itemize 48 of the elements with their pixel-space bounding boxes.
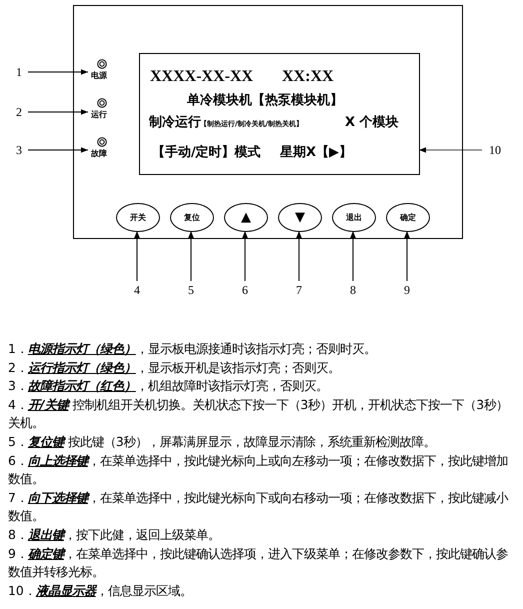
screen-text: 单冷模块机【热泵模块机】 [187, 93, 343, 109]
leader-line [28, 109, 88, 115]
callout-number: 3 [12, 141, 26, 159]
callout-number: 7 [292, 281, 306, 299]
indicator-label: 运行 [91, 109, 107, 120]
callout-number: 10 [484, 141, 506, 159]
screen-text: 星期X【▶】 [280, 145, 352, 161]
leader-line [418, 147, 482, 153]
description-text: 4．开/关键 控制机组开关机切换。关机状态下按一下（3秒）开机，开机状态下按一下（3秒）关机。 [8, 396, 510, 432]
leader-line [296, 230, 302, 282]
callout-number: 2 [12, 103, 26, 121]
key-button: 复位 [170, 203, 214, 232]
description-text: 9．确定键，在菜单选择中，按此键确认选择项，进入下级菜单；在修改参数下，按此键确认参数值并转移光标。 [8, 544, 509, 582]
description-text: 6．向上选择键，在菜单选择中，按此键光标向上或向左移动一项；在修改数据下，按此键增加数值。 [8, 452, 509, 488]
callout-number: 1 [12, 63, 26, 81]
leader-line [28, 147, 88, 153]
callout-number: 9 [400, 281, 414, 299]
screen-text: XX:XX [282, 67, 334, 86]
leader-line [242, 230, 248, 282]
leader-line [404, 230, 410, 282]
description-text: 3．故障指示灯（红色），机组故障时该指示灯亮，否则灭。 [8, 377, 329, 396]
description-text: 7．向下选择键，在菜单选择中，按此键光标向下或向右移动一项；在修改数据下，按此键减小数值。 [8, 488, 510, 526]
key-button: ▲ [224, 203, 268, 232]
leader-line [28, 69, 88, 75]
callout-number: 4 [130, 281, 144, 299]
description-text: 2．运行指示灯（绿色），显示板开机是该指示灯亮；否则灭。 [8, 358, 341, 377]
callout-number: 6 [238, 281, 252, 299]
leader-line [188, 230, 194, 282]
display-screen [139, 53, 420, 175]
indicator-label: 电源 [91, 70, 107, 81]
screen-text: X 个模块 [345, 115, 399, 131]
screen-text: XXXX-XX-XX [150, 67, 254, 86]
description-text: 1．电源指示灯（绿色），显示板电源接通时该指示灯亮；否则时灭。 [8, 340, 377, 358]
key-button: ▼ [278, 203, 322, 232]
callout-number: 5 [184, 281, 198, 299]
description-text: 10．液晶显示器，信息显示区域。 [8, 582, 193, 600]
screen-text: 【手动/定时】模式 [152, 145, 261, 161]
key-button: 开关 [116, 203, 160, 232]
callout-number: 8 [346, 281, 360, 299]
description-text: 8．退出键，按下此健，返回上级菜单。 [8, 526, 221, 544]
indicator-label: 故障 [91, 148, 107, 159]
screen-text: 制冷运行 [149, 115, 201, 131]
key-button: 确定 [386, 203, 430, 232]
leader-line [350, 230, 356, 282]
control-panel [73, 5, 463, 239]
key-button: 退出 [332, 203, 376, 232]
leader-line [134, 230, 140, 282]
description-text: 5．复位键 按此键（3秒），屏幕满屏显示，故障显示清除，系统重新检测故障。 [8, 432, 437, 451]
